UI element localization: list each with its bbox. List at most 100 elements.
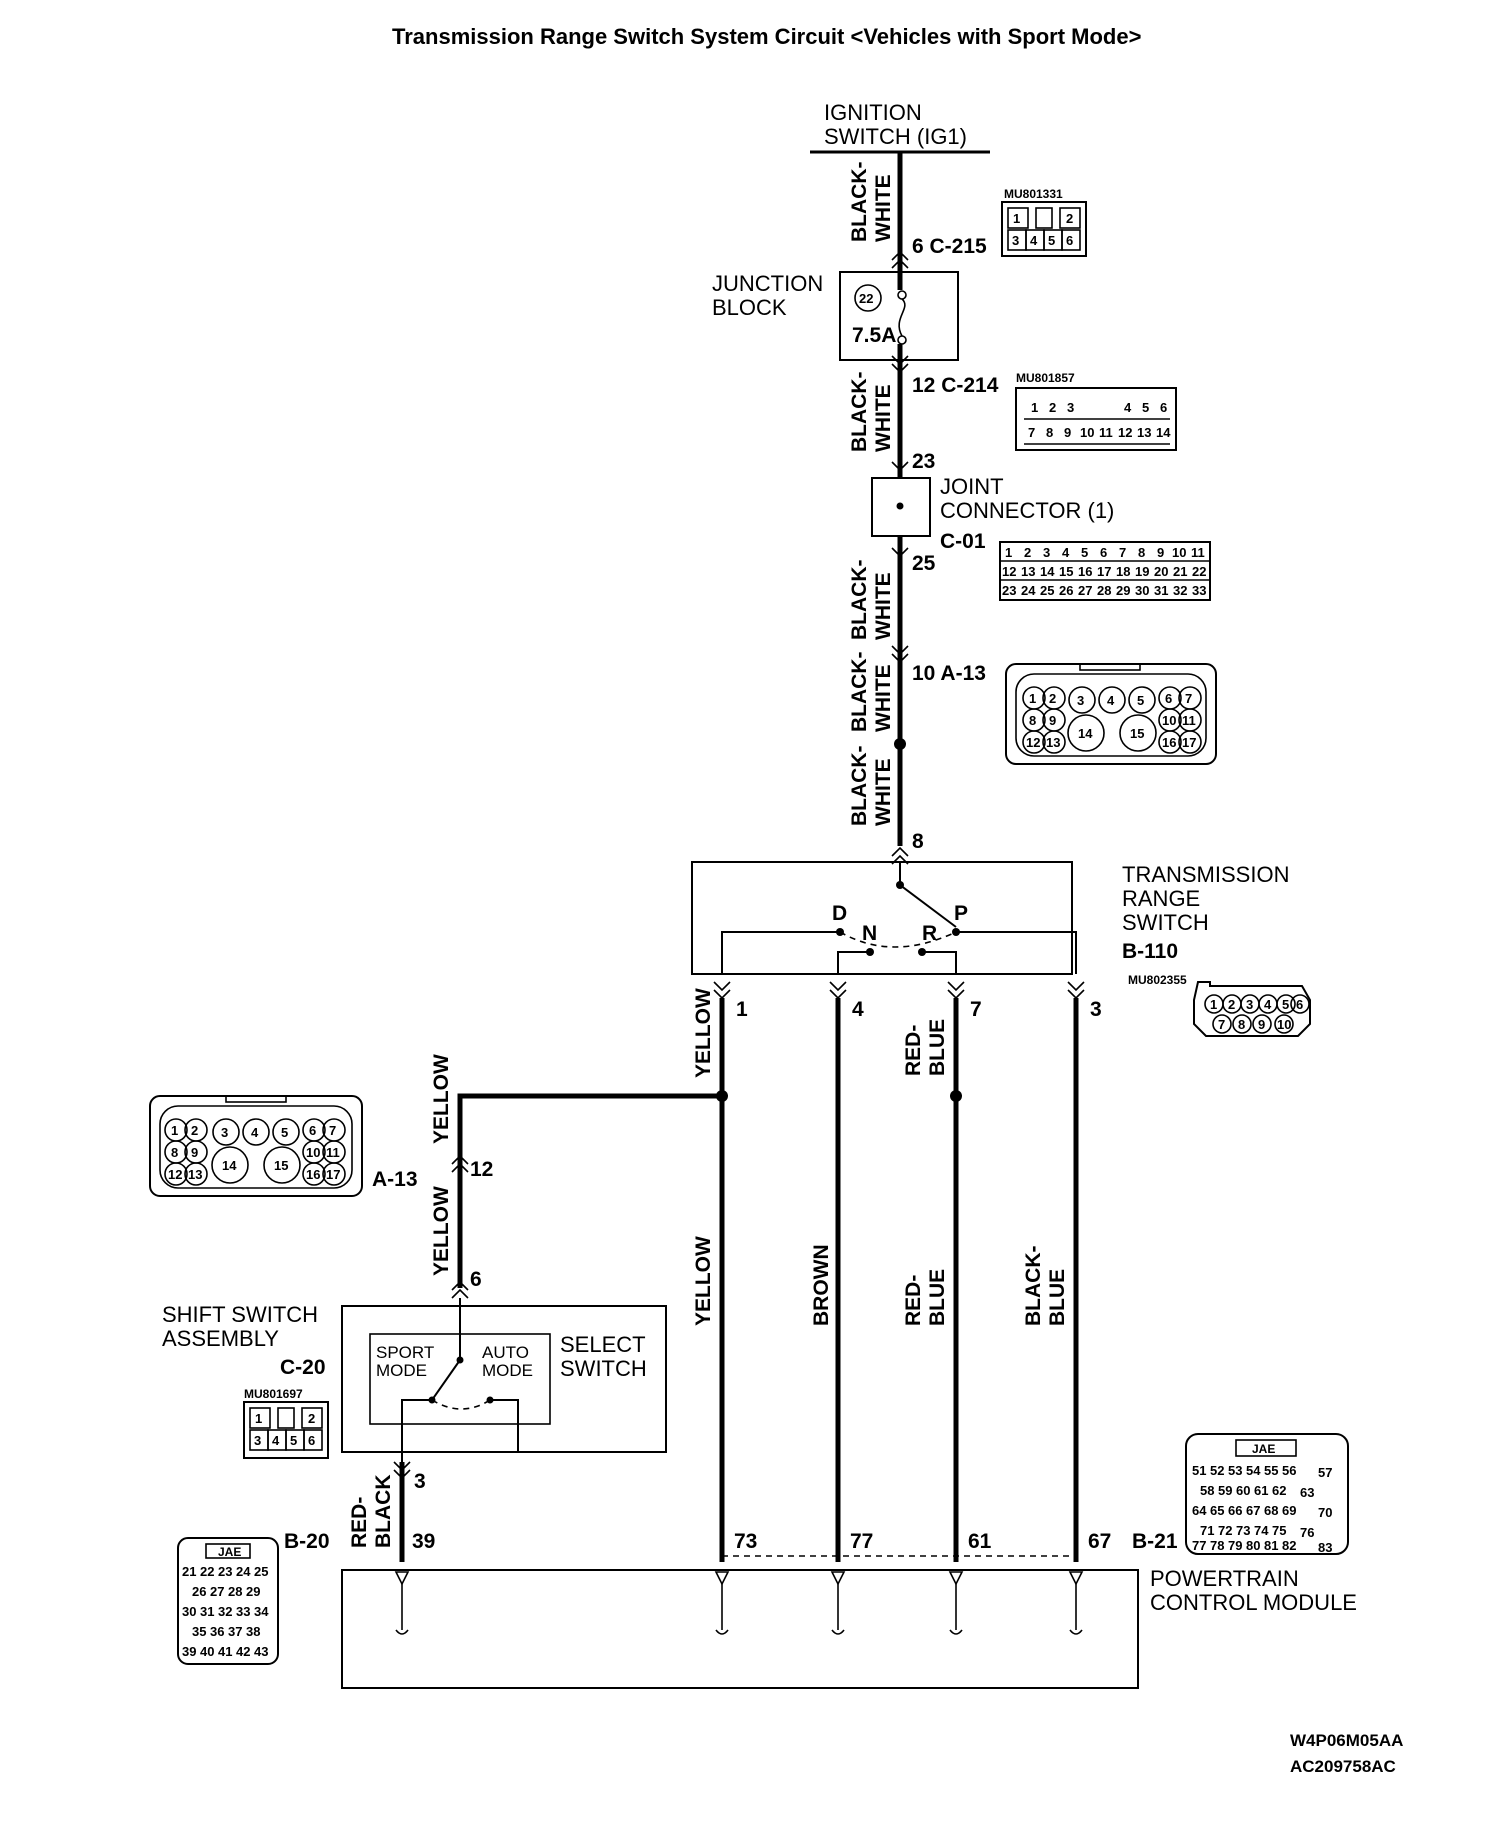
conn-p25-label: 25 — [912, 552, 936, 575]
conn-p61-label: 61 — [968, 1530, 992, 1553]
part-mu801857: MU801857 — [1016, 371, 1075, 385]
pin-b21-55: 55 — [1264, 1463, 1278, 1478]
connector-mark-p6 — [451, 1280, 469, 1299]
wire-label-yellow-3: YELLOW — [430, 1054, 453, 1144]
pin-c20-1: 1 — [255, 1411, 262, 1426]
pin-b21-68: 68 — [1264, 1503, 1278, 1518]
conn-t1-label: 1 — [736, 998, 748, 1021]
splice-point-bw — [894, 738, 906, 750]
connector-face-b110: MU802355 1 2 3 4 5 6 7 8 9 10 — [1128, 973, 1311, 1037]
pin-b110-9: 9 — [1258, 1017, 1265, 1032]
pin-a13-left-11: 11 — [326, 1145, 340, 1160]
pin-c01-10: 10 — [1172, 545, 1186, 560]
wire-label-bw-4a: BLACK- — [848, 652, 871, 732]
wire-label-bw-2a: BLACK- — [848, 372, 871, 452]
pin-a13-top-4: 4 — [1107, 693, 1115, 708]
connector-face-b20: JAE 21 22 23 24 25 26 27 28 29 30 31 32 … — [177, 1537, 279, 1665]
wire-label-bw-5b: WHITE — [872, 758, 895, 826]
pin-c214-2: 2 — [1049, 400, 1056, 415]
pin-c215-5: 5 — [1048, 233, 1055, 248]
footer-code-2: AC209758AC — [1290, 1757, 1396, 1776]
pin-b21-56: 56 — [1282, 1463, 1296, 1478]
pcm-label-1: POWERTRAIN — [1150, 1566, 1299, 1591]
conn-b21-label: B-21 — [1132, 1530, 1178, 1553]
pin-b21-65: 65 — [1210, 1503, 1224, 1518]
pin-c214-8: 8 — [1046, 425, 1053, 440]
part-mu801697: MU801697 — [244, 1387, 303, 1401]
pin-c01-31: 31 — [1154, 583, 1168, 598]
connector-mark-p25 — [891, 547, 909, 558]
pin-a13-top-16: 16 — [1162, 735, 1176, 750]
pin-c01-25: 25 — [1040, 583, 1054, 598]
pin-b20-21: 21 — [182, 1564, 196, 1579]
conn-a13-left-label: A-13 — [372, 1168, 418, 1191]
pin-b21-66: 66 — [1228, 1503, 1242, 1518]
pin-c214-14: 14 — [1156, 425, 1171, 440]
pin-b110-6: 6 — [1296, 997, 1303, 1012]
connector-mark-t4 — [829, 981, 847, 1000]
pin-b110-10: 10 — [1277, 1017, 1291, 1032]
pin-c01-14: 14 — [1040, 564, 1055, 579]
fuse-number-circle — [854, 284, 882, 312]
pin-c01-20: 20 — [1154, 564, 1168, 579]
pin-c01-3: 3 — [1043, 545, 1050, 560]
pin-a13-top-1: 1 — [1029, 691, 1036, 706]
pin-c20-3: 3 — [254, 1433, 261, 1448]
pin-b20-25: 25 — [254, 1564, 268, 1579]
pin-b21-75: 75 — [1272, 1523, 1286, 1538]
pin-b20-29: 29 — [246, 1584, 260, 1599]
pin-a13-top-2: 2 — [1049, 691, 1056, 706]
pin-c01-33: 33 — [1192, 583, 1206, 598]
pin-b21-51: 51 — [1192, 1463, 1206, 1478]
pin-b21-73: 73 — [1236, 1523, 1250, 1538]
joint-connector-id: C-01 — [940, 530, 986, 553]
conn-p67-label: 67 — [1088, 1530, 1111, 1553]
diagram-title: Transmission Range Switch System Circuit… — [392, 24, 1141, 49]
pin-a13-top-15: 15 — [1130, 726, 1144, 741]
pin-a13-left-17: 17 — [326, 1167, 340, 1182]
pin-a13-left-9: 9 — [191, 1145, 198, 1160]
conn-t4-label: 4 — [852, 998, 864, 1021]
wire-label-bb-b: BLUE — [1046, 1269, 1069, 1326]
ignition-label-2: SWITCH (IG1) — [824, 124, 967, 149]
pin-a13-left-15: 15 — [274, 1158, 288, 1173]
pin-c01-29: 29 — [1116, 583, 1130, 598]
select-switch-sport-lead — [401, 1399, 432, 1462]
wire-label-bw-5a: BLACK- — [848, 746, 871, 826]
fuse-terminal-top — [897, 290, 907, 300]
pin-c214-11: 11 — [1099, 425, 1113, 440]
pin-c215-4: 4 — [1030, 233, 1038, 248]
part-mu801331: MU801331 — [1004, 187, 1063, 201]
pin-b20-33: 33 — [236, 1604, 250, 1619]
pin-c01-9: 9 — [1157, 545, 1164, 560]
shift-switch-label-1: SHIFT SWITCH — [162, 1302, 318, 1327]
shift-switch-label-2: ASSEMBLY — [162, 1326, 279, 1351]
pin-b21-79: 79 — [1228, 1538, 1242, 1553]
pcm-box — [341, 1569, 1139, 1689]
trs-internal-d — [721, 931, 840, 974]
pin-b21-71: 71 — [1200, 1523, 1214, 1538]
pin-b21-82: 82 — [1282, 1538, 1296, 1553]
trs-label-1: TRANSMISSION — [1122, 862, 1289, 887]
wire-label-yellow-4: YELLOW — [430, 1186, 453, 1276]
pin-a13-left-4: 4 — [251, 1125, 259, 1140]
pin-a13-top-17: 17 — [1182, 735, 1196, 750]
pin-b21-76: 76 — [1300, 1525, 1314, 1540]
pin-a13-top-11: 11 — [1182, 713, 1196, 728]
pin-b21-69: 69 — [1282, 1503, 1296, 1518]
conn-b20-label: B-20 — [284, 1530, 330, 1553]
pin-c214-4: 4 — [1124, 400, 1132, 415]
pin-c214-6: 6 — [1160, 400, 1167, 415]
pin-a13-left-5: 5 — [281, 1125, 288, 1140]
pin-a13-left-1: 1 — [171, 1123, 178, 1138]
pin-c01-12: 12 — [1002, 564, 1016, 579]
pcm-terminals — [394, 1571, 1084, 1635]
pcm-terminal-39 — [394, 1571, 410, 1586]
trs-pos-r: R — [922, 922, 937, 945]
wire-label-rb-1a: RED- — [902, 1025, 925, 1076]
pin-a13-top-8: 8 — [1029, 713, 1036, 728]
conn-p8-label: 8 — [912, 830, 924, 853]
pin-c215-3: 3 — [1012, 233, 1019, 248]
trs-pos-n: N — [862, 922, 877, 945]
